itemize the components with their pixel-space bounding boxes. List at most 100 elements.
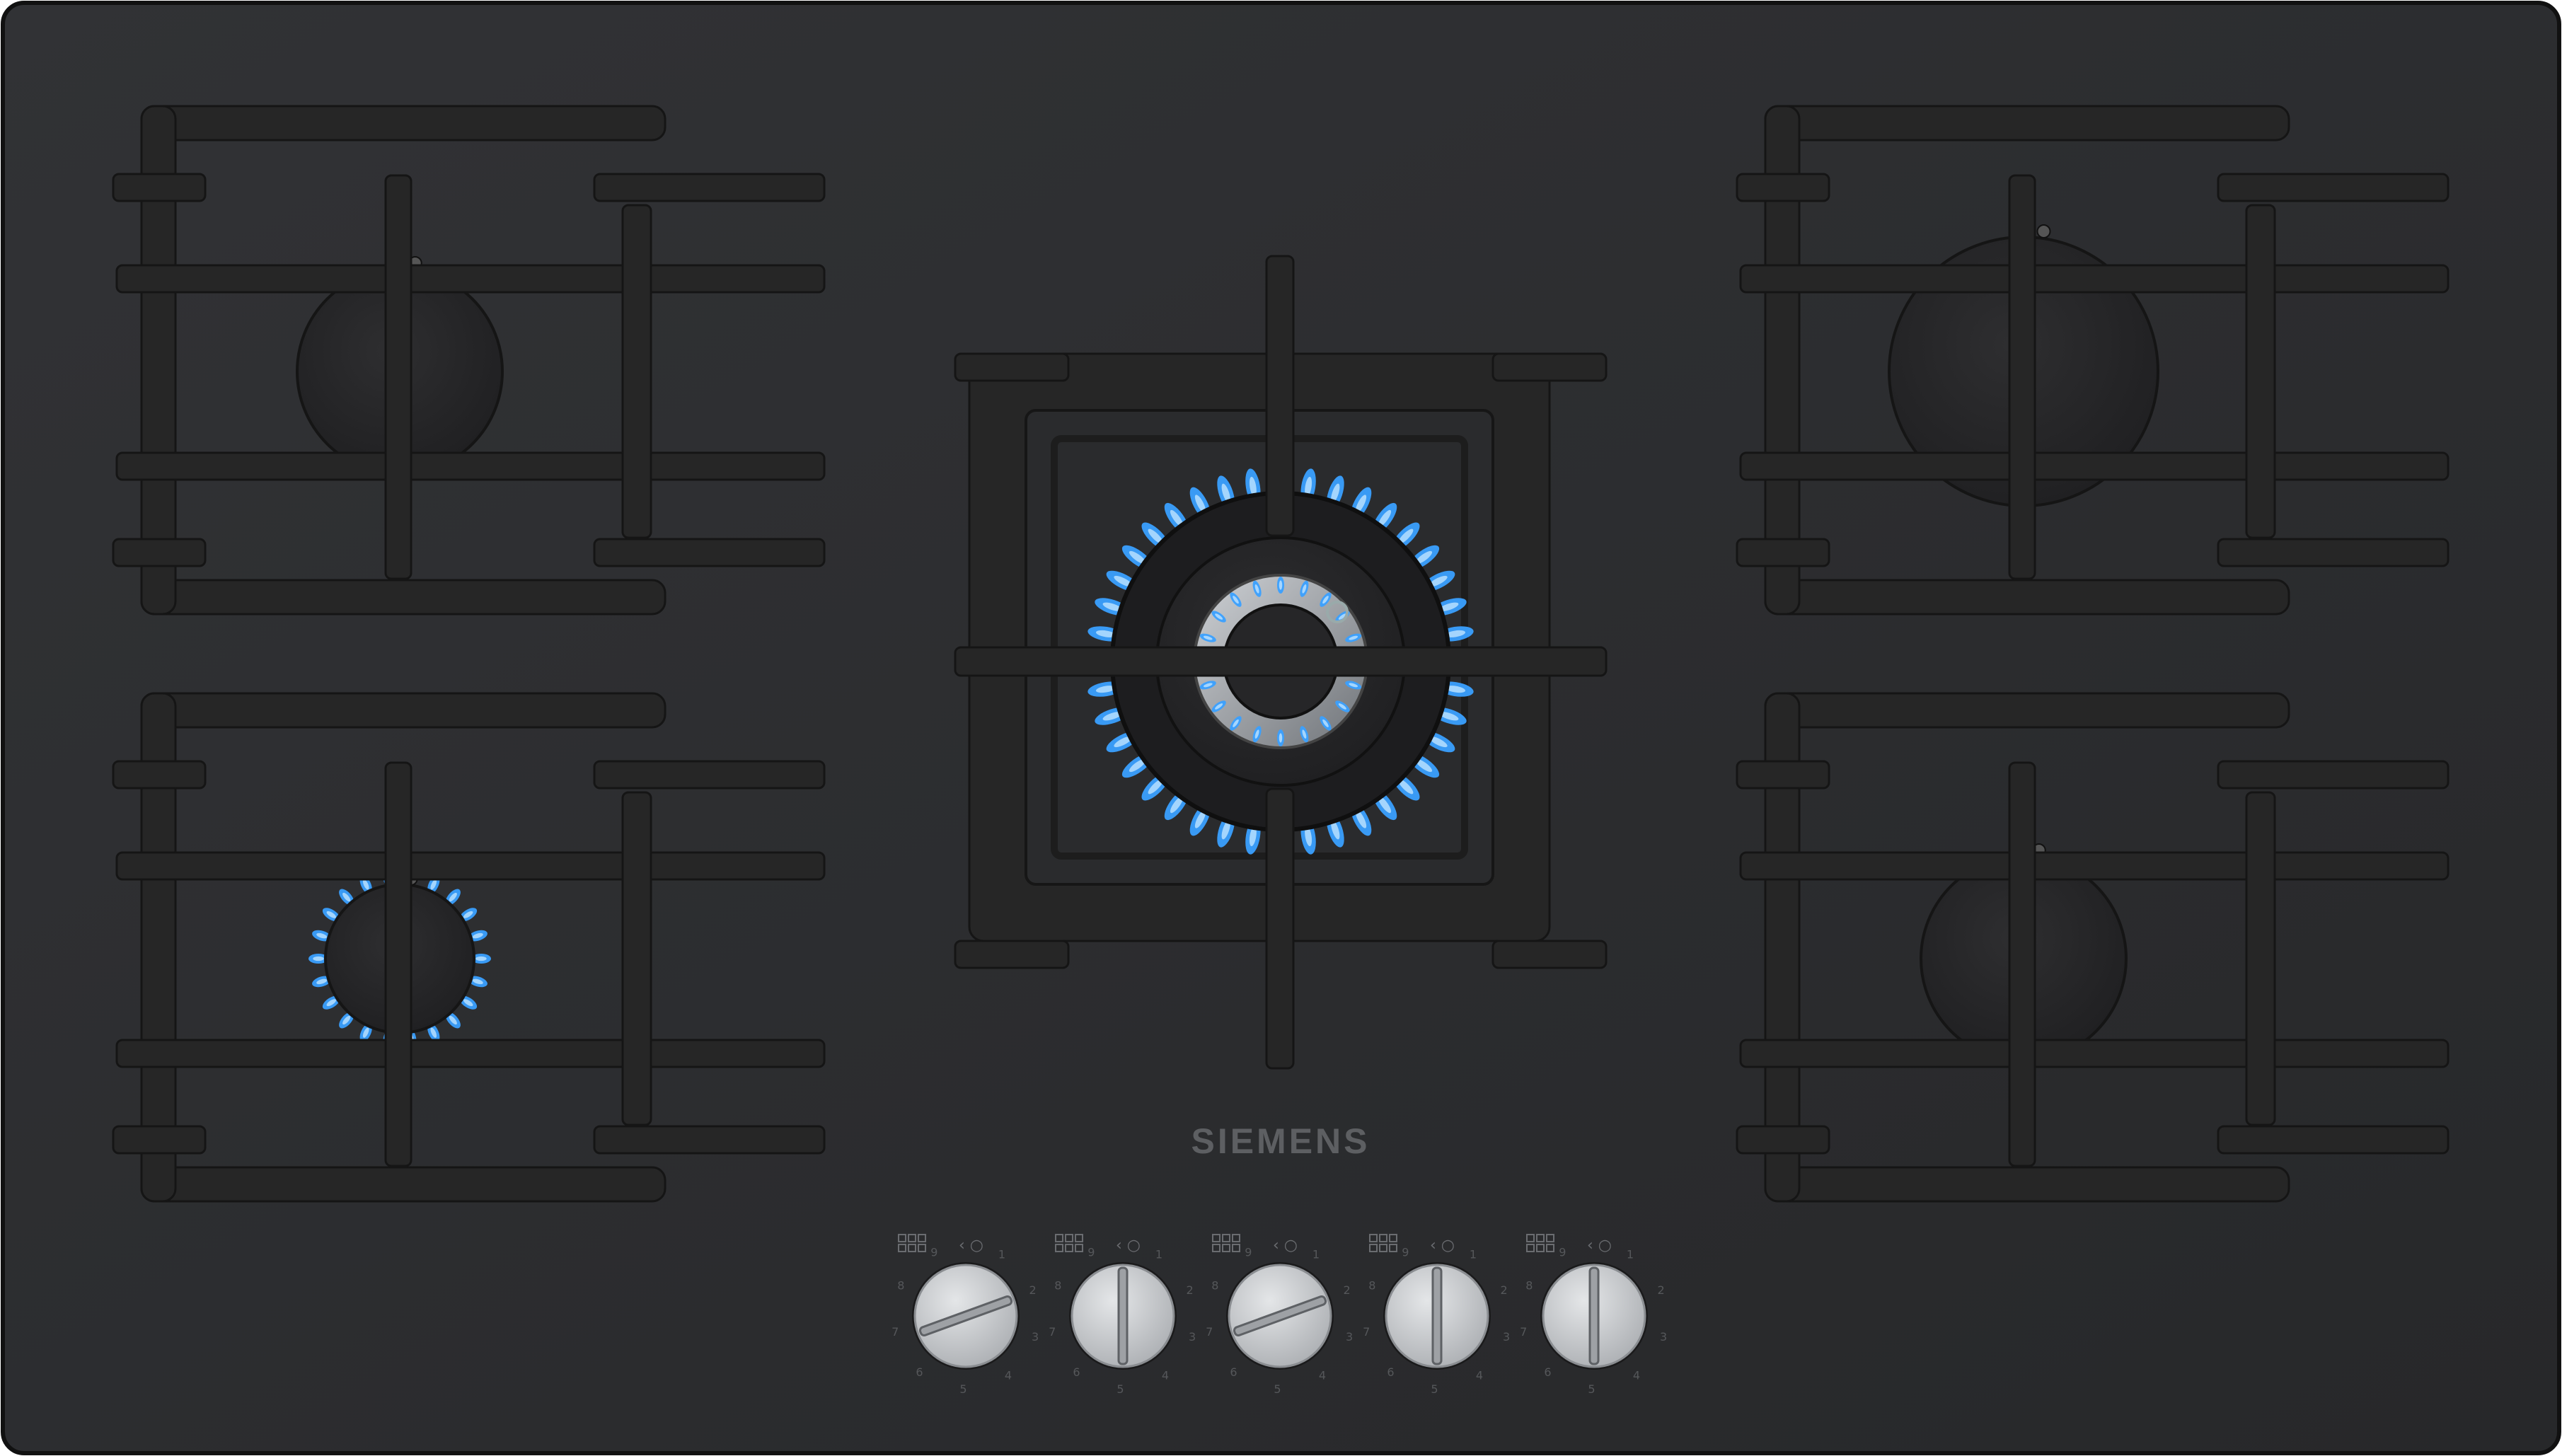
burner-position-square bbox=[1222, 1234, 1230, 1242]
knob-scale-number: 7 bbox=[1206, 1325, 1213, 1339]
flame-size-symbol: ‹ ○ bbox=[959, 1237, 983, 1254]
wok-grate-rod-bottom bbox=[1265, 787, 1295, 1070]
knob-scale-number: 8 bbox=[897, 1278, 904, 1292]
burner-position-square bbox=[1526, 1244, 1535, 1252]
flame-core bbox=[1305, 476, 1312, 497]
grate-foot bbox=[112, 1125, 207, 1155]
knob-scale-number: 4 bbox=[1476, 1369, 1483, 1382]
flame-core bbox=[1322, 596, 1329, 604]
burner-position-square bbox=[1536, 1244, 1545, 1252]
grate-bottom-arm bbox=[1764, 1166, 2290, 1203]
flame-core bbox=[1148, 528, 1163, 544]
burner-position-square bbox=[918, 1244, 926, 1252]
flame-core bbox=[1221, 820, 1230, 840]
flame-core bbox=[463, 911, 473, 918]
flame-core bbox=[1338, 703, 1346, 710]
burner-rear-right[interactable] bbox=[1736, 105, 2450, 616]
grate-right-post bbox=[2245, 791, 2276, 1126]
flame-core bbox=[1095, 630, 1116, 637]
burner-position-square bbox=[1379, 1244, 1387, 1252]
brand-logo-text: SIEMENS bbox=[1191, 1121, 1370, 1161]
burner-position-square bbox=[1232, 1244, 1240, 1252]
flame-core bbox=[1378, 509, 1392, 527]
burner-position-square bbox=[1526, 1234, 1535, 1242]
flame-core bbox=[1170, 796, 1184, 814]
knob-scale-number: 8 bbox=[1054, 1278, 1061, 1292]
flame-core bbox=[342, 1015, 351, 1025]
flame-core bbox=[1349, 683, 1358, 688]
knob-scale-number: 4 bbox=[1162, 1369, 1169, 1382]
wok-grate-foot bbox=[954, 940, 1070, 969]
flame-core bbox=[1302, 729, 1307, 739]
knob-scale-number: 2 bbox=[1343, 1283, 1350, 1297]
grate-foot bbox=[2217, 760, 2450, 790]
knob-scale-number: 3 bbox=[1346, 1330, 1353, 1344]
knob-scale-number: 6 bbox=[1544, 1365, 1551, 1379]
burner-position-square bbox=[1075, 1244, 1083, 1252]
knob-pointer-ridge bbox=[1233, 1295, 1327, 1336]
knob-scale-number: 8 bbox=[1368, 1278, 1375, 1292]
flame-core bbox=[316, 932, 328, 939]
flame-core bbox=[1429, 736, 1448, 748]
flame-core bbox=[1221, 483, 1230, 503]
burner-center-wok[interactable] bbox=[954, 255, 1608, 1070]
grate-rod-vertical bbox=[2008, 761, 2036, 1167]
knob-pointer-ridge bbox=[1431, 1266, 1443, 1365]
burner-front-left[interactable] bbox=[112, 692, 826, 1203]
burner-position-square bbox=[908, 1244, 916, 1252]
flame-core bbox=[1429, 575, 1448, 587]
knob-scale-number: 2 bbox=[1657, 1283, 1664, 1297]
flame-core bbox=[1302, 584, 1307, 594]
grate-rod-vertical bbox=[384, 174, 412, 580]
burner-position-square bbox=[1222, 1244, 1230, 1252]
flame-size-symbol: ‹ ○ bbox=[1116, 1237, 1141, 1254]
flame-core bbox=[1445, 630, 1466, 637]
flame-core bbox=[430, 1027, 437, 1038]
burner-position-square bbox=[1546, 1244, 1554, 1252]
flame-core bbox=[1439, 602, 1459, 611]
flame-core bbox=[1233, 719, 1239, 727]
flame-core bbox=[1331, 483, 1340, 503]
burner-rear-left[interactable] bbox=[112, 105, 826, 616]
grate-rod-upper bbox=[115, 851, 826, 881]
burner-front-right[interactable] bbox=[1736, 692, 2450, 1203]
knob-scale-number: 5 bbox=[1116, 1382, 1124, 1396]
grate-rod-upper bbox=[115, 264, 826, 294]
grate-foot bbox=[2217, 1125, 2450, 1155]
burner-position-square bbox=[1546, 1234, 1554, 1242]
grate-bottom-arm bbox=[1764, 579, 2290, 616]
flame-core bbox=[449, 892, 457, 902]
burner-position-square bbox=[1075, 1234, 1083, 1242]
flame-core bbox=[472, 932, 483, 939]
knob-scale-number: 5 bbox=[1274, 1382, 1281, 1396]
grate-foot bbox=[1736, 538, 1830, 567]
burner-position-icon bbox=[1369, 1234, 1397, 1252]
knob-scale-number: 7 bbox=[891, 1325, 899, 1339]
grate-bottom-arm bbox=[140, 1166, 667, 1203]
flame-core bbox=[1215, 613, 1223, 620]
wok-grate-foot bbox=[1491, 352, 1608, 382]
burner-position-square bbox=[1055, 1234, 1063, 1242]
flame-core bbox=[1114, 575, 1133, 587]
flame-core bbox=[1095, 686, 1116, 693]
flame-core bbox=[1114, 736, 1133, 748]
grate-foot bbox=[112, 173, 207, 202]
flame-core bbox=[1249, 826, 1257, 847]
grate-rod-lower bbox=[1739, 451, 2450, 481]
knob-scale-number: 9 bbox=[1087, 1245, 1095, 1259]
grate-foot bbox=[593, 1125, 826, 1155]
flame-core bbox=[1102, 602, 1122, 611]
burner-position-square bbox=[898, 1234, 906, 1242]
knob-pointer-ridge bbox=[1117, 1266, 1129, 1365]
flame-core bbox=[1129, 758, 1146, 773]
knob-scale-number: 1 bbox=[1155, 1248, 1162, 1261]
burner-position-icon bbox=[1055, 1234, 1083, 1252]
burner-position-square bbox=[1369, 1244, 1378, 1252]
flame-core bbox=[1398, 528, 1414, 544]
